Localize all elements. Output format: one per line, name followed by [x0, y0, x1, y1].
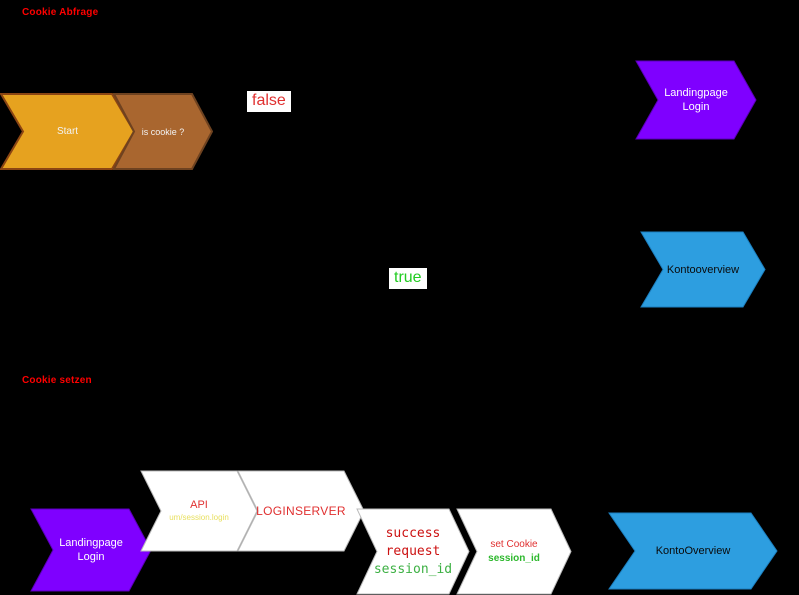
- node-kontooverview-top: Kontooverview: [640, 231, 766, 308]
- chevron-shape: [0, 93, 135, 170]
- branch-label-true: true: [389, 268, 427, 289]
- chevron-shape: [113, 93, 213, 170]
- node-is-cookie: is cookie ?: [113, 93, 213, 170]
- node-landingpage-login-top: Landingpage Login: [635, 60, 757, 140]
- node-kontooverview-bottom: KontoOverview: [608, 512, 778, 590]
- chevron-shape: [356, 508, 470, 595]
- branch-label-false: false: [247, 91, 291, 112]
- chevron-shape: [635, 60, 757, 140]
- chevron-shape: [640, 231, 766, 308]
- section-title-cookie-setzen: Cookie setzen: [22, 375, 92, 386]
- chevron-shape: [30, 508, 152, 592]
- node-set-cookie: set Cookie session_id: [456, 508, 572, 595]
- node-success-request: success request session_id: [356, 508, 470, 595]
- chevron-shape: [608, 512, 778, 590]
- node-landingpage-login-bottom: Landingpage Login: [30, 508, 152, 592]
- section-title-cookie-abfrage: Cookie Abfrage: [22, 7, 99, 18]
- chevron-shape: [237, 470, 365, 552]
- chevron-shape: [140, 470, 258, 552]
- node-loginserver: LOGINSERVER: [237, 470, 365, 552]
- chevron-shape: [456, 508, 572, 595]
